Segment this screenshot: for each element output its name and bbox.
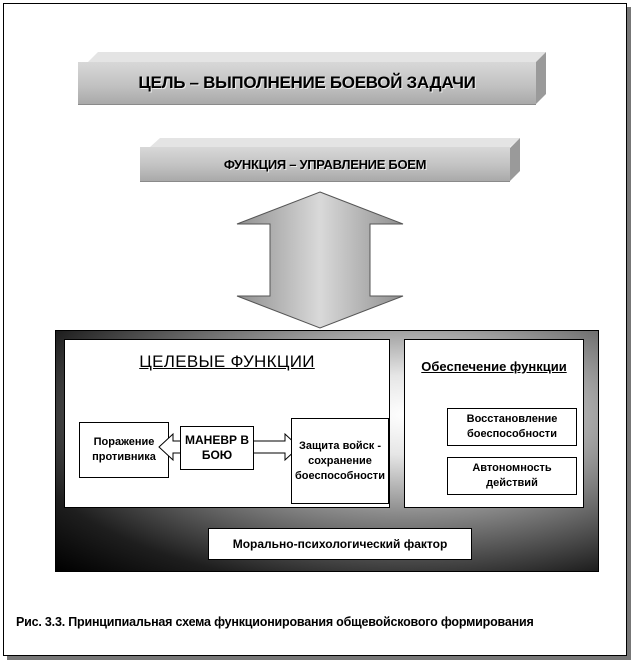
target-functions-title: ЦЕЛЕВЫЕ ФУНКЦИИ	[139, 352, 315, 371]
function-bar: ФУНКЦИЯ – УПРАВЛЕНИЕ БОЕМ	[140, 147, 510, 182]
maneuver-box: МАНЕВР В БОЮ	[180, 426, 254, 470]
support-title: Обеспечение функции	[421, 359, 567, 374]
support-functions-box: Обеспечение функции Восстановление боесп…	[404, 339, 584, 508]
maneuver-text: МАНЕВР В БОЮ	[184, 433, 249, 462]
function-bar-side-face	[510, 138, 520, 181]
goal-bar-side-face	[536, 52, 546, 104]
restore-box: Восстановление боеспособности	[447, 408, 577, 446]
figure-caption: Рис. 3.3. Принципиальная схема функциони…	[16, 615, 534, 629]
autonomy-box: Автономность действий	[447, 457, 577, 495]
protection-text: Защита войск - сохранение боеспособности	[295, 439, 385, 482]
moral-factor-text: Морально-психологический фактор	[232, 537, 448, 551]
goal-bar: ЦЕЛЬ – ВЫПОЛНЕНИЕ БОЕВОЙ ЗАДАЧИ	[78, 62, 536, 105]
protection-box: Защита войск - сохранение боеспособности	[291, 418, 389, 504]
defeat-box: Поражение противника	[79, 422, 169, 478]
defeat-text: Поражение противника	[92, 436, 156, 463]
restore-text: Восстановление боеспособности	[466, 413, 558, 440]
functions-panel: ЦЕЛЕВЫЕ ФУНКЦИИ Поражение противника МАН…	[55, 330, 599, 572]
goal-text: ЦЕЛЬ – ВЫПОЛНЕНИЕ БОЕВОЙ ЗАДАЧИ	[138, 73, 476, 92]
target-functions-box: ЦЕЛЕВЫЕ ФУНКЦИИ Поражение противника МАН…	[64, 339, 390, 508]
autonomy-text: Автономность действий	[472, 462, 552, 489]
function-bar-top-face	[150, 138, 520, 147]
goal-bar-top-face	[88, 52, 546, 62]
double-arrow-icon	[236, 191, 404, 329]
moral-factor-box: Морально-психологический фактор	[208, 528, 472, 560]
function-text: ФУНКЦИЯ – УПРАВЛЕНИЕ БОЕМ	[223, 156, 427, 172]
